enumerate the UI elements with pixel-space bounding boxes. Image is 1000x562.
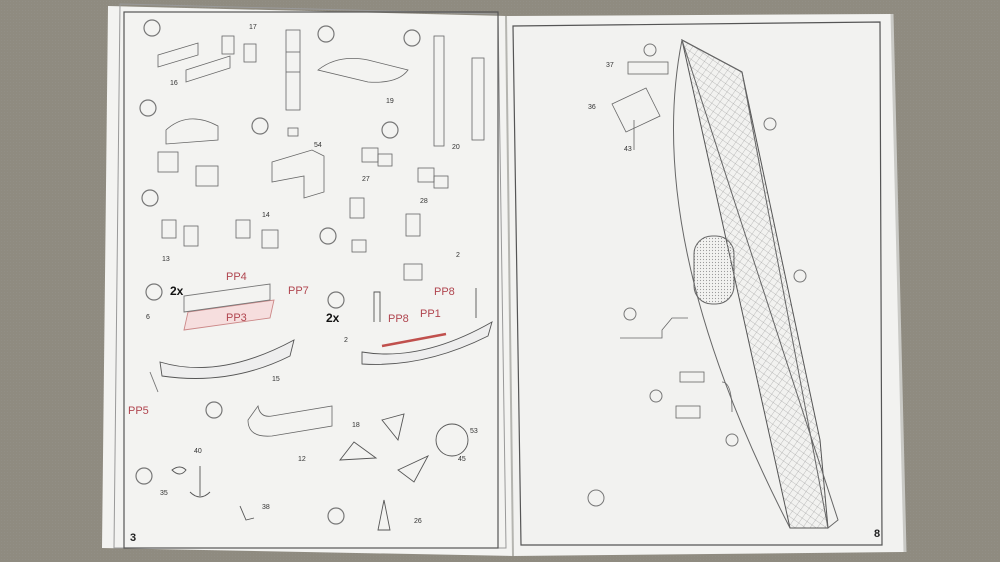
- propeller-part: [339, 413, 469, 531]
- part-label-35: 35: [160, 490, 168, 497]
- step8-parts: [349, 197, 423, 281]
- part-label-16: 16: [170, 80, 178, 87]
- callout-circles: [587, 43, 807, 507]
- left-page-number: 3: [130, 532, 137, 544]
- ship-hull: [672, 38, 839, 529]
- anchor-part: [171, 466, 255, 521]
- part-label-14: 14: [262, 212, 270, 219]
- right-page-number: 8: [874, 528, 881, 540]
- step1-parts: [157, 35, 257, 83]
- part-label-2a: 2: [456, 252, 460, 259]
- part-label-38: 38: [262, 504, 270, 511]
- booklet-spine: [505, 15, 514, 557]
- step5-parts: [271, 149, 325, 199]
- multiplier-step10: 2x: [326, 311, 340, 325]
- pink-label-pp8a: PP8: [388, 313, 409, 325]
- part-label-13: 13: [162, 256, 170, 263]
- part-label-20: 20: [452, 144, 460, 151]
- part-label-43: 43: [624, 146, 632, 153]
- pink-label-pp3: PP3: [226, 312, 247, 324]
- part-label-45: 45: [458, 456, 466, 463]
- step4-parts: [157, 118, 219, 187]
- part-label-2b: 2: [344, 337, 348, 344]
- hull-parts: [611, 61, 733, 419]
- part-label-28: 28: [420, 198, 428, 205]
- lifeboat-left: [149, 283, 295, 393]
- step-markers: [135, 19, 421, 525]
- pink-label-pp8b: PP8: [434, 286, 455, 298]
- step11-part: [247, 404, 333, 437]
- pink-label-pp4: PP4: [226, 271, 247, 283]
- multiplier-step9: 2x: [170, 284, 184, 298]
- part-label-26: 26: [414, 518, 422, 525]
- pink-label-pp7: PP7: [288, 285, 309, 297]
- part-label-6: 6: [146, 314, 150, 321]
- part-label-18: 18: [352, 422, 360, 429]
- part-label-19: 19: [386, 98, 394, 105]
- left-page-border: [123, 11, 499, 549]
- part-label-54: 54: [314, 142, 322, 149]
- step7-parts: [161, 219, 279, 249]
- tower-part: [285, 29, 301, 137]
- pink-label-pp5: PP5: [128, 405, 149, 417]
- part-label-37: 37: [606, 62, 614, 69]
- pink-label-pp1: PP1: [420, 308, 441, 320]
- lifeboat-right: [361, 288, 493, 365]
- part-label-17: 17: [249, 24, 257, 31]
- left-page: [102, 3, 513, 556]
- step6-parts: [361, 147, 449, 189]
- part-label-27: 27: [362, 176, 370, 183]
- part-label-12: 12: [298, 456, 306, 463]
- step2-parts: [317, 35, 485, 147]
- part-label-53: 53: [470, 428, 478, 435]
- part-label-36: 36: [588, 104, 596, 111]
- part-label-15: 15: [272, 376, 280, 383]
- part-label-40: 40: [194, 448, 202, 455]
